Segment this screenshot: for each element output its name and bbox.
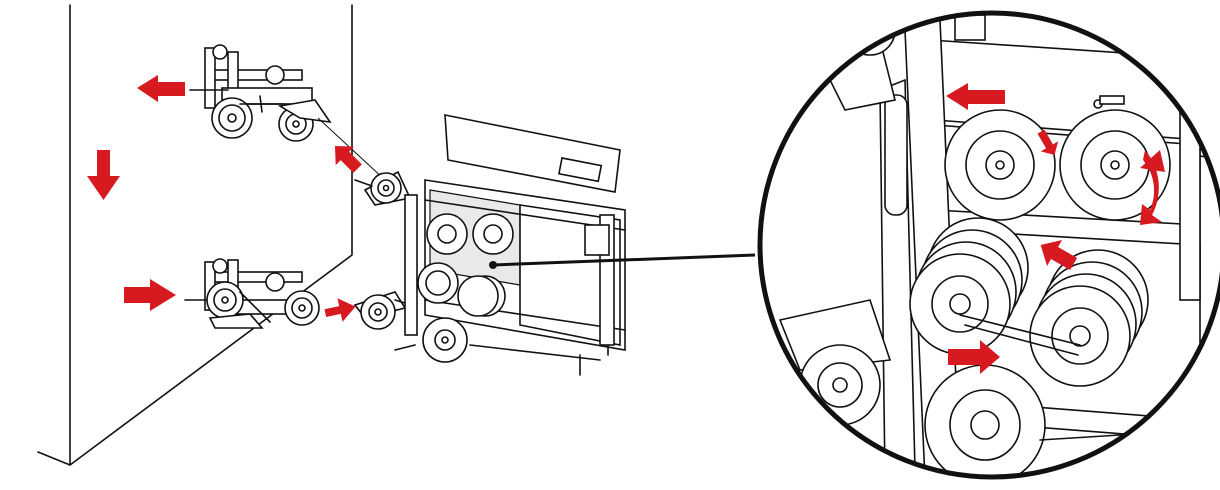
carriage-bottom-wheel-left (206, 281, 244, 319)
detail-drive-wheel-right (1059, 109, 1171, 221)
arrow-detail-diagonal (1040, 240, 1078, 271)
arrow-carriage-bottom-right (124, 279, 176, 311)
magnified-detail-circle (757, 10, 1220, 480)
wall (37, 4, 353, 466)
arrow-down (87, 150, 120, 200)
wall-saw-carriage-bottom (184, 258, 320, 329)
detail-pulley-stack-left (909, 217, 1029, 355)
magnifier-leader (489, 253, 756, 269)
detail-drive-wheel-left (944, 109, 1056, 221)
guide-pulley-upper (354, 170, 412, 206)
arrow-to-lower-pulley (324, 298, 356, 322)
wall-saw-carriage-top (189, 44, 332, 142)
wire-storage-unit (394, 114, 626, 376)
arrow-wire-up-left (334, 145, 362, 173)
carriage-bottom-pulley-right (284, 290, 320, 326)
arrow-detail-between-wheels (1037, 129, 1059, 155)
detail-transport-wheel (924, 364, 1046, 477)
detail-pulley-stack-right (1029, 249, 1149, 387)
arrow-detail-top (946, 83, 1005, 110)
arrow-detail-rotation (1140, 150, 1165, 225)
carriage-top-wheel-left (211, 97, 253, 139)
motion-arrows (87, 75, 1165, 374)
arrow-carriage-top-left (137, 75, 185, 102)
arrow-detail-bottom (948, 340, 1000, 374)
